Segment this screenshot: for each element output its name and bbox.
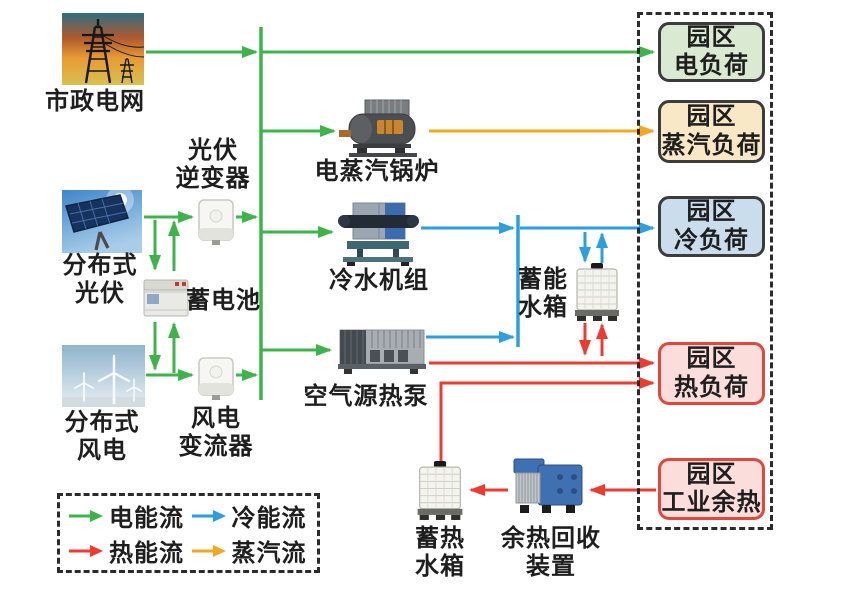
cooling-flow-arrow-icon <box>191 509 226 522</box>
storage-tank-label: 蓄能 水箱 <box>518 266 568 322</box>
storage-water-tank-device <box>575 263 619 321</box>
load-cooling-label: 园区 冷负荷 <box>674 198 749 254</box>
legend-steam-label: 蒸汽流 <box>231 540 307 567</box>
chiller-device <box>338 202 419 266</box>
pv-label: 分布式 光伏 <box>62 252 138 308</box>
grid-label: 市政电网 <box>45 88 145 115</box>
legend-item-steam: 蒸汽流 <box>191 533 314 568</box>
chiller-label: 冷水机组 <box>329 267 429 294</box>
wind-label: 分布式 风电 <box>64 409 140 465</box>
load-box-steam: 园区 蒸汽负荷 <box>658 100 765 163</box>
legend-cooling-label: 冷能流 <box>231 505 307 532</box>
load-box-cooling: 园区 冷负荷 <box>658 196 765 257</box>
electric-steam-boiler-device <box>339 99 417 157</box>
battery-device <box>143 279 189 317</box>
pv-inverter-label: 光伏 逆变器 <box>175 137 251 193</box>
waste-heat-recovery-device <box>513 458 583 513</box>
legend-item-heat: 热能流 <box>68 533 191 568</box>
load-box-heating: 园区 热负荷 <box>658 342 765 405</box>
steam-flow-arrow-icon <box>191 544 226 557</box>
transmission-tower-icon <box>82 19 144 84</box>
legend-heat-label: 热能流 <box>109 540 184 567</box>
load-box-industrial-waste-heat: 园区 工业余热 <box>658 458 765 520</box>
air-source-heat-pump-device <box>338 329 426 374</box>
battery-label: 蓄电池 <box>186 287 261 314</box>
load-heating-label: 园区 热负荷 <box>674 345 749 401</box>
wind-converter-device <box>198 357 234 400</box>
pv-inverter-device <box>198 199 234 245</box>
heat-flow-lines <box>429 323 656 496</box>
electric-flow-arrow-icon <box>69 509 103 522</box>
legend-item-cooling: 冷能流 <box>191 498 314 533</box>
heat-recovery-label: 余热回收 装置 <box>501 525 601 581</box>
cooling-flow-lines <box>421 215 655 347</box>
wind-farm-photo <box>62 345 145 407</box>
heat-pump-label: 空气源热泵 <box>303 383 429 410</box>
wind-converter-label: 风电 变流器 <box>178 405 254 461</box>
load-electric-label: 园区 电负荷 <box>674 23 749 79</box>
heattank-to-heat-load-line <box>439 377 655 461</box>
legend-electric-label: 电能流 <box>109 505 184 532</box>
load-industrial-waste-heat-label: 园区 工业余热 <box>661 460 762 516</box>
solar-pv-photo <box>62 190 142 253</box>
park-loads-panel <box>637 12 773 530</box>
solar-panel-icon <box>65 194 129 251</box>
heat-tank-label: 蓄热 水箱 <box>415 525 465 581</box>
legend: 电能流 冷能流 热能流 蒸汽流 <box>57 493 320 573</box>
boiler-label: 电蒸汽锅炉 <box>314 158 440 185</box>
wind-turbine-icon <box>74 354 142 405</box>
load-box-electric: 园区 电负荷 <box>658 22 765 82</box>
heat-storage-tank-device <box>417 461 463 520</box>
load-steam-label: 园区 蒸汽负荷 <box>661 103 762 159</box>
legend-item-electric: 电能流 <box>68 498 191 533</box>
municipal-grid-photo <box>62 13 144 85</box>
heat-flow-arrow-icon <box>69 544 103 557</box>
electric-flow-lines <box>144 27 655 400</box>
